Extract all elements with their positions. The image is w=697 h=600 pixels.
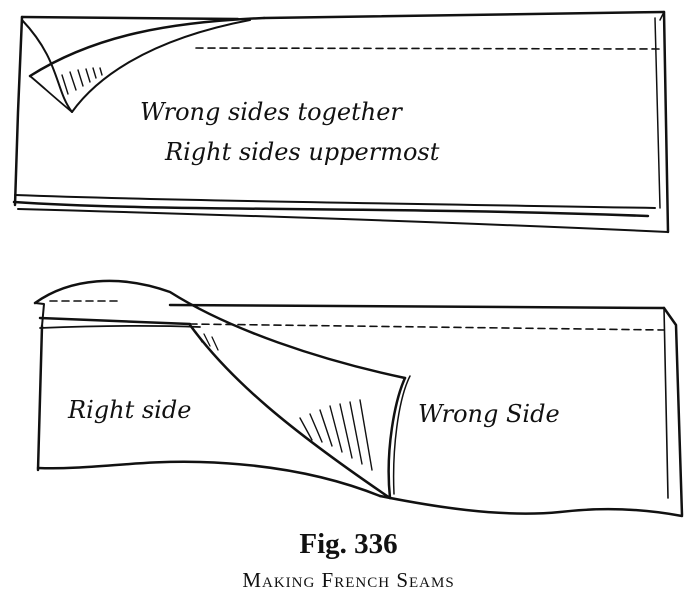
bottom-label-right-side: Right side [67, 396, 191, 424]
top-label-wrong-sides: Wrong sides together [140, 98, 403, 126]
figure-number: Fig. 336 [0, 528, 697, 561]
figure-caption: Making French Seams [0, 568, 697, 593]
bottom-label-wrong-side: Wrong Side [418, 400, 560, 428]
top-label-right-sides: Right sides uppermost [164, 138, 440, 166]
